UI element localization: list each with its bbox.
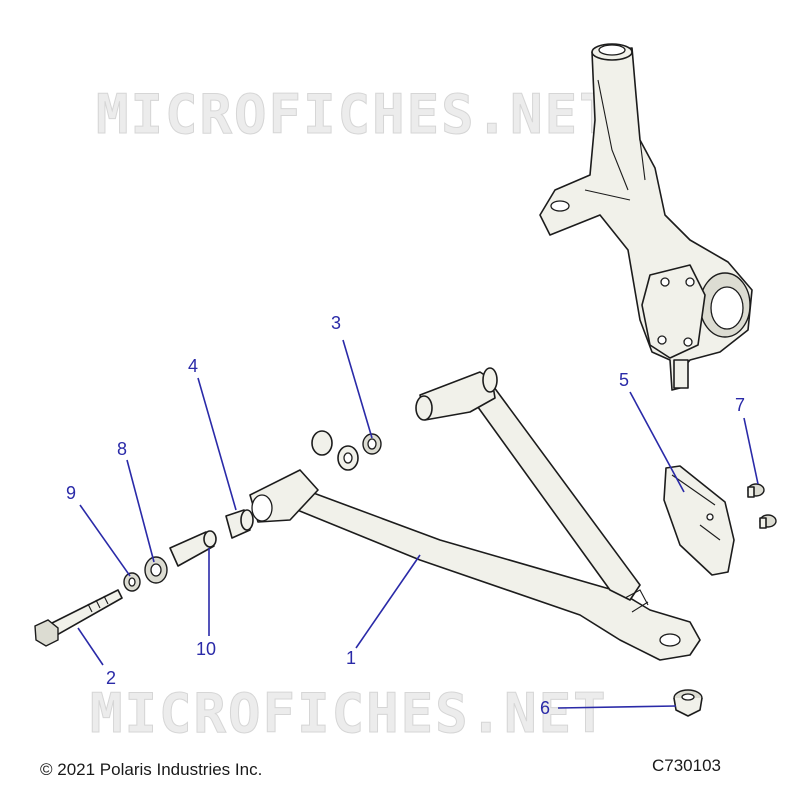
callout-7: 7 [735,395,745,415]
washer [123,572,141,592]
leader-1 [355,554,421,649]
screw-lower [759,514,777,529]
leader-3 [342,339,373,439]
leader-9 [79,504,131,577]
callout-8: 8 [117,439,127,459]
steering-knuckle [539,43,753,391]
callout-3: 3 [331,313,341,333]
bushing-outer [144,556,168,584]
bushing [225,509,254,539]
leader-5 [629,391,685,493]
watermark-bottom: MICROFICHES.NET [90,682,608,745]
callout-5: 5 [619,370,629,390]
drawing-number: C730103 [652,756,722,775]
copyright-notice: © 2021 Polaris Industries Inc. [40,760,263,779]
leader-8 [126,459,155,563]
leader-2 [77,627,104,666]
leader-6 [557,705,677,709]
screw-upper [747,483,765,498]
callout-9: 9 [66,483,76,503]
bushing-set [311,430,382,471]
callout-6: 6 [540,698,550,718]
callout-4: 4 [188,356,198,376]
sleeve [169,530,217,567]
bracket [663,465,735,576]
leader-7 [743,417,759,485]
nut [673,689,703,717]
a-arm [249,367,701,661]
watermark-top: MICROFICHES.NET [96,83,614,146]
bolt [34,589,123,647]
callout-10: 10 [196,639,216,659]
callout-2: 2 [106,668,116,688]
leader-4 [197,377,237,511]
callout-1: 1 [346,648,356,668]
